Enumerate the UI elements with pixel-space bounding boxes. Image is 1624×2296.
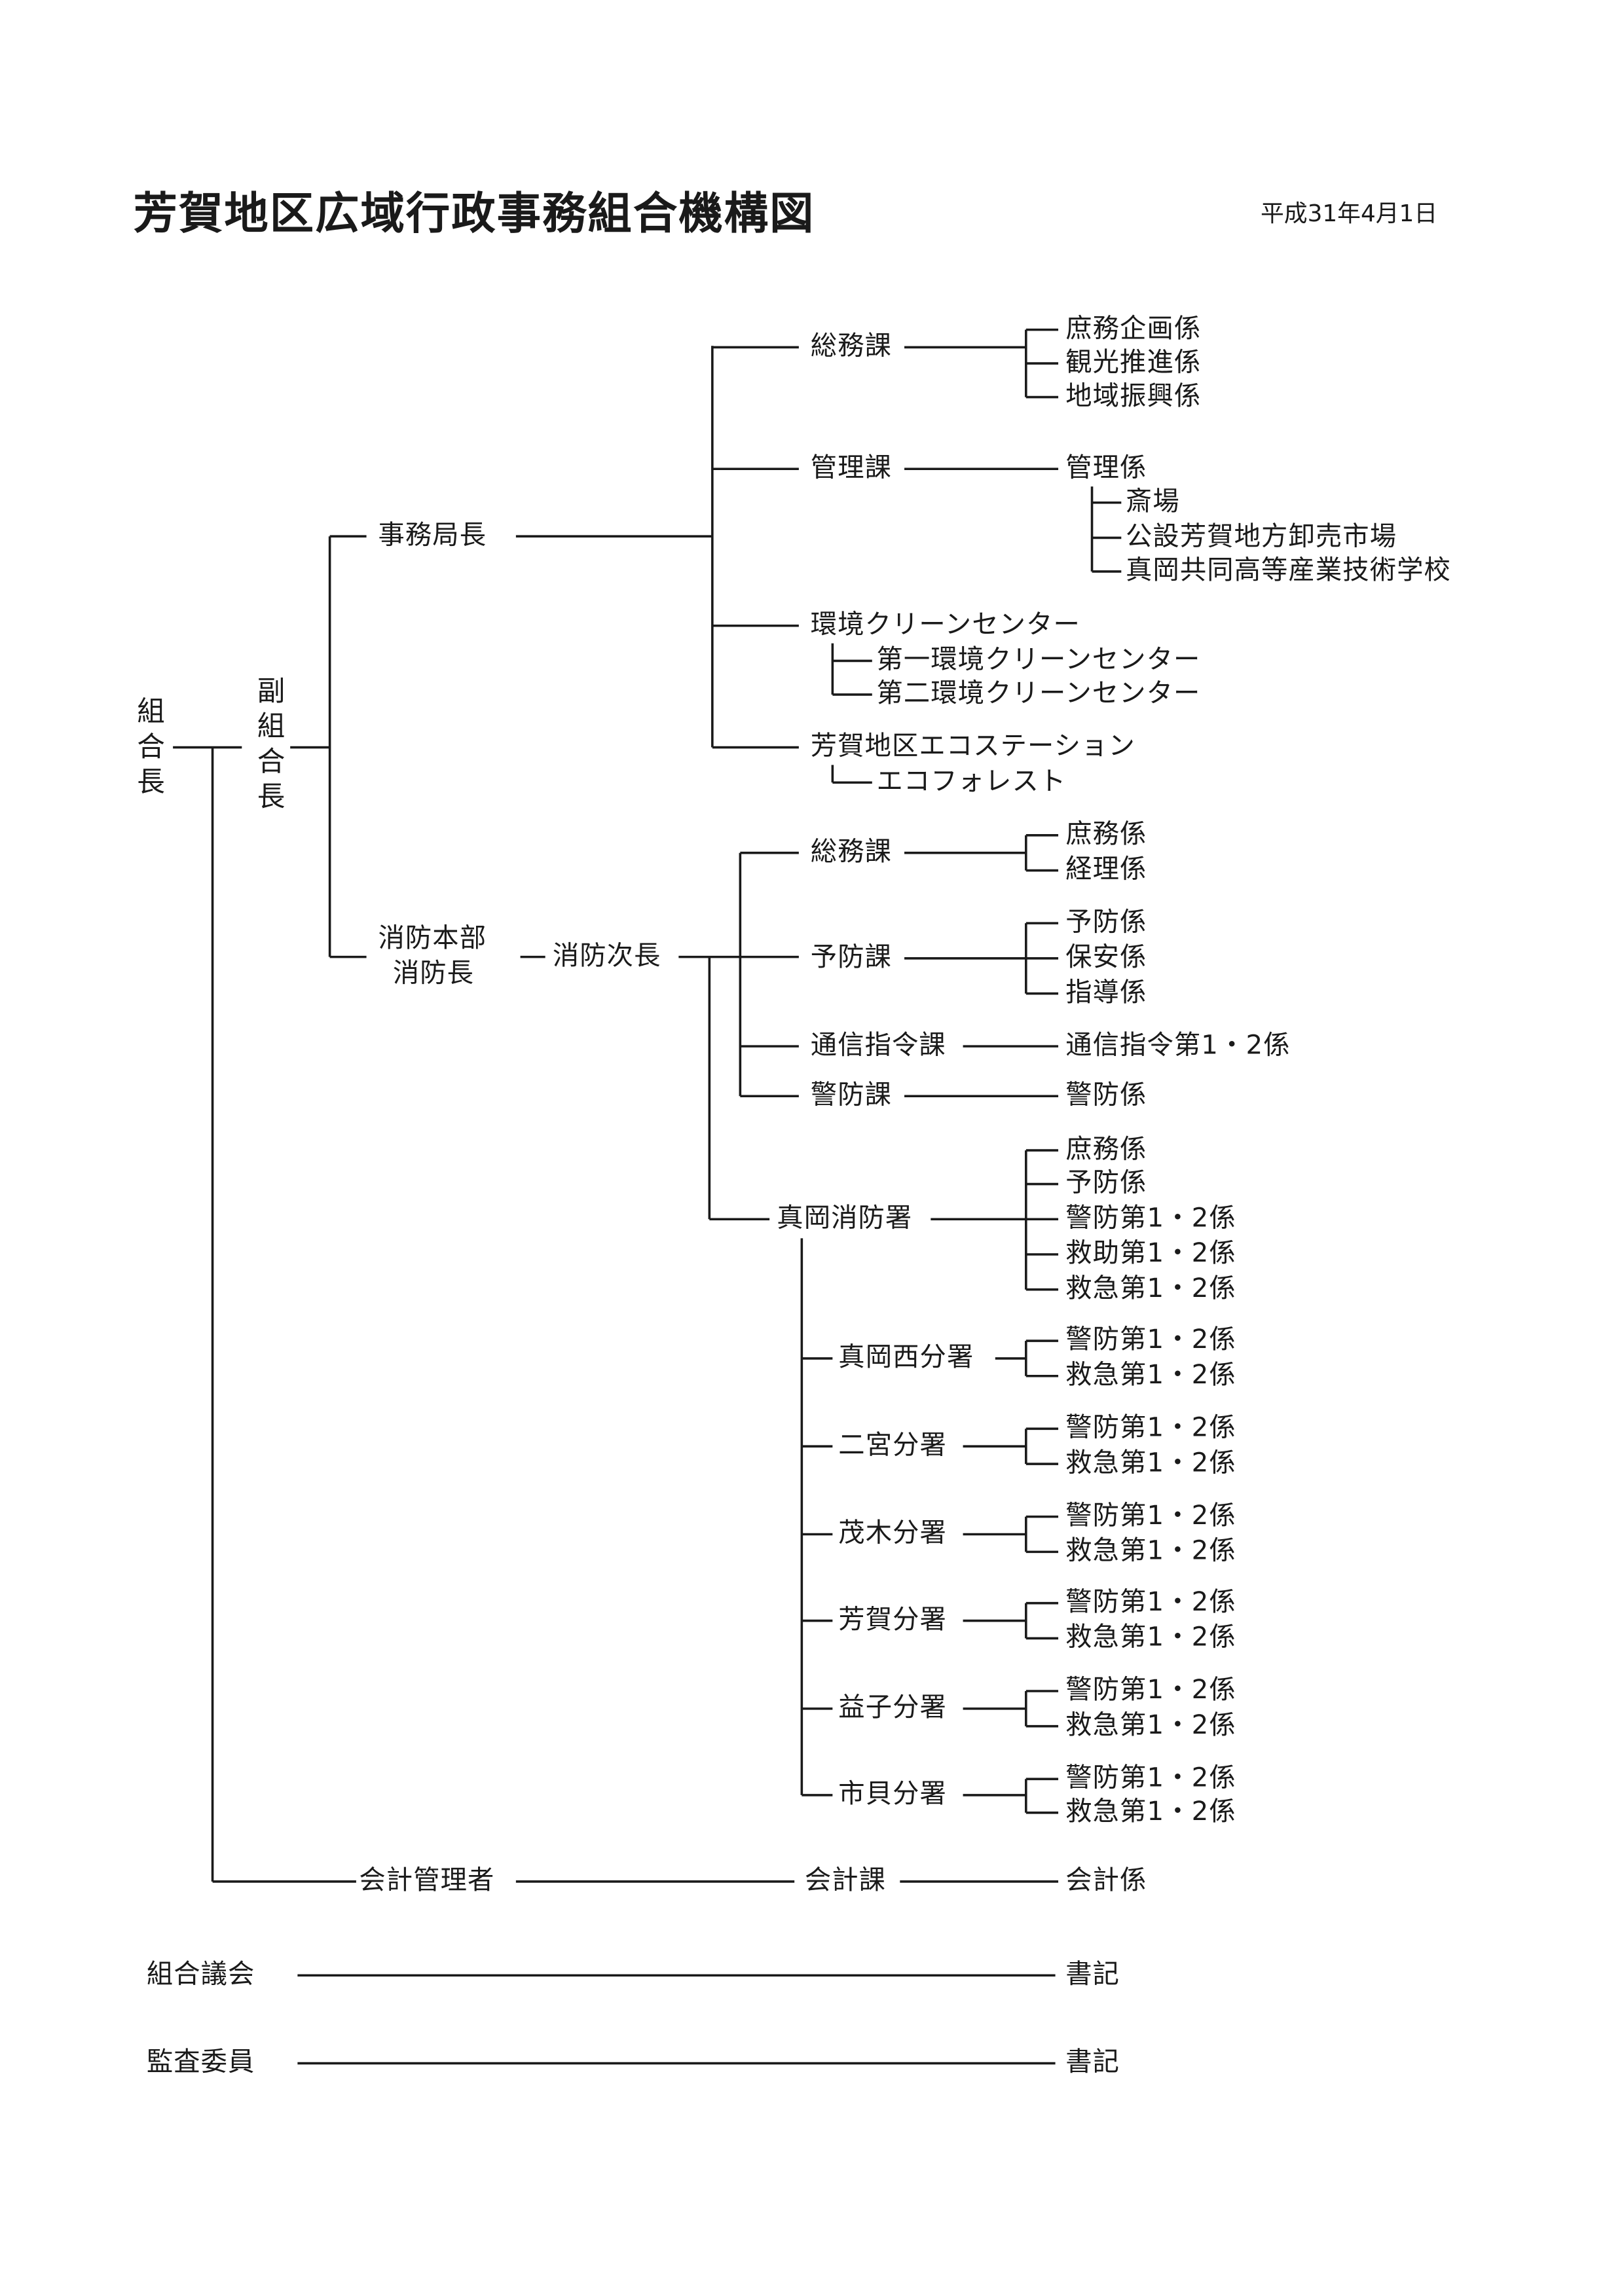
- facility-node: 斎場: [1126, 486, 1180, 518]
- dispatch-node: 通信指令課: [810, 1030, 946, 1061]
- unit-node: 警防第1・2係: [1065, 1324, 1236, 1356]
- unit-node: 警防第1・2係: [1065, 1501, 1236, 1532]
- unit-node: 救急第1・2係: [1065, 1448, 1236, 1479]
- unit-node: 警防第1・2係: [1065, 1587, 1236, 1618]
- unit-node: 救急第1・2係: [1065, 1360, 1236, 1391]
- unit-node: 警防第1・2係: [1065, 1412, 1236, 1444]
- unit-node: 通信指令第1・2係: [1065, 1030, 1291, 1061]
- facility-node: 第一環境クリーンセンター: [876, 644, 1201, 676]
- clerk-node: 書記: [1065, 1959, 1120, 1990]
- facility-node: 真岡共同高等産業技術学校: [1126, 555, 1451, 587]
- guard-node: 警防課: [810, 1080, 893, 1111]
- accounting-manager-node: 会計管理者: [359, 1865, 495, 1897]
- vice-chairman-node: 副組合長: [257, 675, 286, 814]
- unit-node: 予防係: [1065, 907, 1147, 938]
- unit-node: 指導係: [1065, 977, 1147, 1008]
- facility-node: 第二環境クリーンセンター: [876, 678, 1201, 710]
- management-node: 管理課: [810, 452, 893, 484]
- unit-node: 救助第1・2係: [1065, 1238, 1236, 1269]
- unit-node: 管理係: [1065, 452, 1147, 484]
- unit-node: 予防係: [1065, 1167, 1147, 1199]
- branch-node: 芳賀分署: [838, 1604, 947, 1635]
- unit-node: 警防第1・2係: [1065, 1203, 1236, 1234]
- unit-node: 救急第1・2係: [1065, 1273, 1236, 1305]
- page-title: 芳賀地区広域行政事務組合機構図: [133, 189, 815, 241]
- facility-node: エコフォレスト: [876, 766, 1067, 797]
- unit-node: 警防第1・2係: [1065, 1762, 1236, 1794]
- branch-node: 真岡西分署: [838, 1342, 974, 1374]
- unit-node: 救急第1・2係: [1065, 1622, 1236, 1653]
- branch-node: 二宮分署: [838, 1430, 947, 1461]
- clean-center-node: 環境クリーンセンター: [810, 610, 1080, 641]
- date-label: 平成31年4月1日: [1260, 199, 1438, 227]
- unit-node: 観光推進係: [1065, 347, 1202, 378]
- unit-node: 地域振興係: [1065, 380, 1202, 412]
- fire-chief-node: 消防長: [392, 958, 475, 989]
- unit-node: 警防第1・2係: [1065, 1675, 1236, 1706]
- unit-node: 警防係: [1065, 1080, 1147, 1111]
- unit-node: 会計係: [1065, 1865, 1147, 1897]
- secretariat-head-node: 事務局長: [378, 520, 487, 551]
- branch-node: 益子分署: [838, 1692, 947, 1724]
- fire-general-affairs-node: 総務課: [810, 837, 893, 868]
- branch-node: 市貝分署: [838, 1779, 947, 1810]
- unit-node: 庶務係: [1065, 819, 1147, 850]
- unit-node: 庶務企画係: [1065, 313, 1202, 345]
- clerk-node: 書記: [1065, 2047, 1120, 2078]
- unit-node: 保安係: [1065, 942, 1147, 974]
- unit-node: 庶務係: [1065, 1134, 1147, 1165]
- unit-node: 経理係: [1065, 854, 1147, 885]
- unit-node: 救急第1・2係: [1065, 1535, 1236, 1567]
- branch-node: 茂木分署: [838, 1518, 947, 1549]
- accounting-division-node: 会計課: [804, 1865, 887, 1897]
- audit-node: 監査委員: [146, 2047, 255, 2078]
- fire-hq-node: 消防本部: [378, 923, 487, 955]
- assembly-node: 組合議会: [146, 1959, 255, 1990]
- station-node: 真岡消防署: [777, 1203, 913, 1234]
- eco-station-node: 芳賀地区エコステーション: [810, 731, 1135, 762]
- facility-node: 公設芳賀地方卸売市場: [1126, 521, 1397, 553]
- unit-node: 救急第1・2係: [1065, 1796, 1236, 1828]
- prevention-node: 予防課: [810, 942, 893, 974]
- fire-deputy-node: 消防次長: [552, 940, 661, 972]
- chairman-node: 組合長: [137, 696, 165, 799]
- sec-general-affairs-node: 総務課: [810, 331, 893, 362]
- unit-node: 救急第1・2係: [1065, 1710, 1236, 1741]
